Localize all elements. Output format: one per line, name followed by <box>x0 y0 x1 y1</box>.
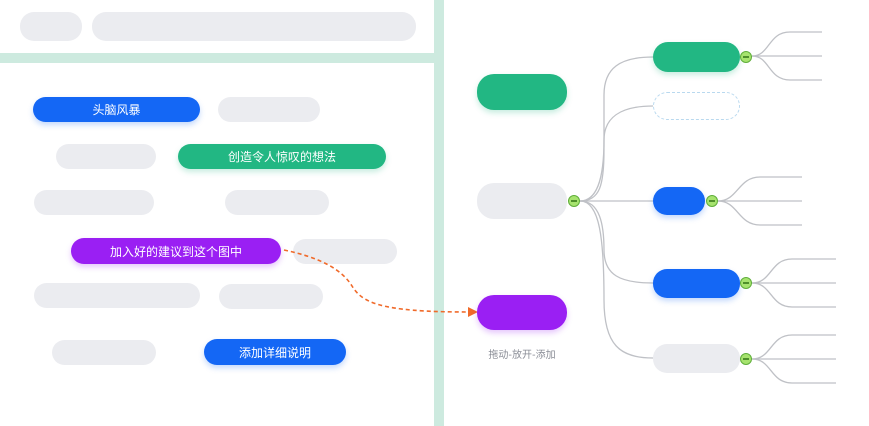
placeholder-7 <box>219 284 323 309</box>
placeholder-2 <box>56 144 156 169</box>
brainstorm-tag-label: 头脑风暴 <box>92 103 141 117</box>
create-ideas-tag-label: 创造令人惊叹的想法 <box>227 150 336 164</box>
arrow-right-icon <box>468 307 478 317</box>
top-divider <box>0 53 437 63</box>
placeholder-3 <box>34 190 154 215</box>
placeholder-8 <box>52 340 156 365</box>
child-node-drop-target[interactable] <box>653 92 740 120</box>
child-node-gray[interactable] <box>653 344 740 373</box>
branch-to-green <box>579 56 654 202</box>
minus-circle-icon[interactable] <box>740 51 752 63</box>
placeholder-1 <box>218 97 320 122</box>
child-node-blue-wide[interactable] <box>653 269 740 298</box>
floating-green-node[interactable] <box>477 74 567 110</box>
create-ideas-tag[interactable]: 创造令人惊叹的想法 <box>178 144 386 169</box>
add-suggestions-tag-label: 加入好的建议到这个图中 <box>109 244 242 259</box>
placeholder-4 <box>225 190 329 215</box>
placeholder-5 <box>293 239 397 264</box>
child-node-blue-small[interactable] <box>653 187 705 215</box>
central-topic-node[interactable] <box>477 183 567 219</box>
child-node-green[interactable] <box>653 42 740 72</box>
dragged-purple-node[interactable] <box>477 295 567 330</box>
minus-circle-icon[interactable] <box>568 195 580 207</box>
branch-to-dashed <box>579 105 654 202</box>
branch-to-blue-wide <box>579 200 654 284</box>
minus-circle-icon[interactable] <box>740 277 752 289</box>
add-details-tag[interactable]: 添加详细说明 <box>204 339 346 365</box>
add-details-tag-label: 添加详细说明 <box>238 345 311 360</box>
drag-drop-add-caption: 拖动-放开-添加 <box>488 350 556 361</box>
right-top-divider <box>440 0 444 60</box>
branch-to-gray <box>579 200 654 359</box>
drag-path-arrow <box>283 249 469 313</box>
top-placeholder-wide <box>92 12 416 41</box>
add-suggestions-tag[interactable]: 加入好的建议到这个图中 <box>71 238 281 264</box>
brainstorm-tag[interactable]: 头脑风暴 <box>33 97 200 122</box>
minus-circle-icon[interactable] <box>706 195 718 207</box>
placeholder-6 <box>34 283 200 308</box>
minus-circle-icon[interactable] <box>740 353 752 365</box>
vertical-divider <box>434 0 444 426</box>
top-placeholder-small <box>20 12 82 41</box>
